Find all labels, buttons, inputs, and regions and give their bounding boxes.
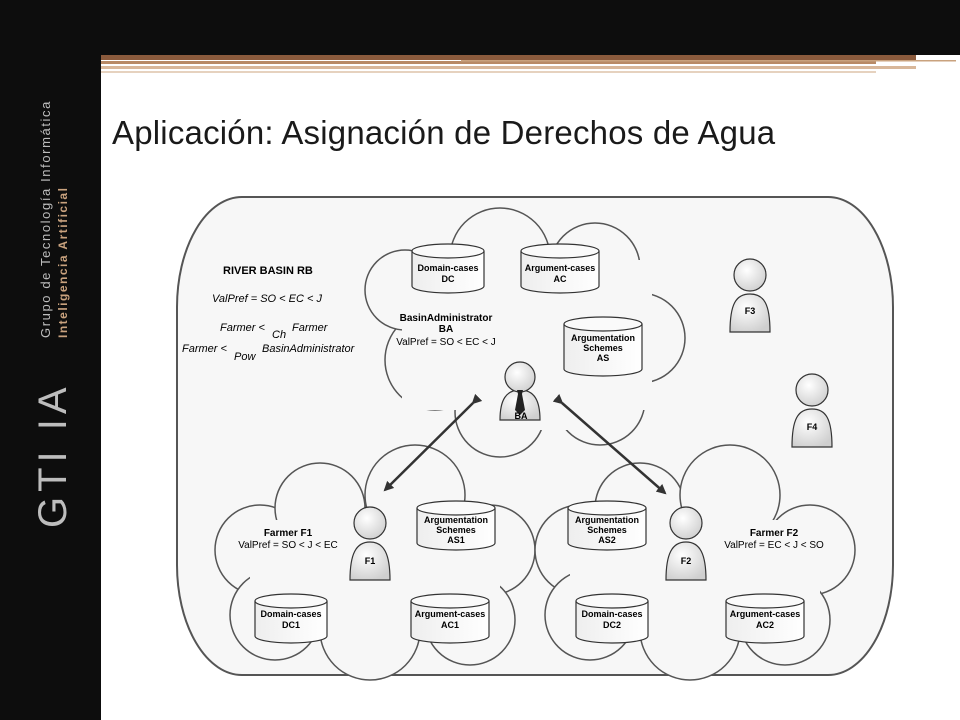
db-dc1-line1: Domain-cases [260,609,321,619]
agent-f1-label: F1 [365,556,376,566]
relation-pow-right: BasinAdministrator [262,343,356,355]
gti-ia-logo: Grupo de Tecnología Informática Intelige… [31,100,75,528]
river-basin-valpref: ValPref = SO < EC < J [212,293,322,305]
accent-stripes [101,55,956,73]
agent-f4-icon: F4 [791,373,833,448]
agent-f3-label: F3 [745,306,756,316]
db-argumentation-schemes-as2: Argumentation Schemes AS2 [567,500,647,551]
agent-f3-icon: F3 [729,258,771,333]
db-as2-line1: Argumentation [575,515,639,525]
f2-name: Farmer F2 [750,528,799,539]
sidebar [0,0,101,720]
logo-ai-name: Inteligencia Artificial [56,187,70,338]
db-as2-line2: Schemes [587,525,627,535]
water-rights-diagram: RIVER BASIN RB ValPref = SO < EC < J Far… [176,196,894,681]
agent-ba-label: BA [515,411,528,421]
db-domain-cases-dc2: Domain-cases DC2 [575,593,649,644]
db-argument-cases-ac2: Argument-cases AC2 [725,593,805,644]
logo-mark: GTI IA [31,382,75,528]
db-argumentation-schemes-as: Argumentation Schemes AS [563,316,643,377]
db-ac-line1: Argument-cases [525,263,596,273]
ba-name: BasinAdministrator [400,313,493,324]
db-ac1-line2: AC1 [441,620,459,630]
db-domain-cases-dc: Domain-cases DC [411,243,485,294]
db-as1-line2: Schemes [436,525,476,535]
arrow-ba-f1 [383,393,483,492]
db-ac-line2: AC [554,274,567,284]
db-as1-line3: AS1 [447,535,465,545]
db-as-line3: AS [597,353,610,363]
ba-valpref: ValPref = SO < EC < J [396,337,496,348]
agent-f2-icon: F2 [665,506,707,581]
logo-group-name: Grupo de Tecnología Informática [38,100,53,338]
slide-title: Aplicación: Asignación de Derechos de Ag… [112,114,776,151]
db-dc-line1: Domain-cases [417,263,478,273]
relation-ch-sub: Ch [272,329,286,341]
db-ac2-line2: AC2 [756,620,774,630]
db-ac1-line1: Argument-cases [415,609,486,619]
f2-valpref: ValPref = EC < J < SO [724,540,824,551]
f1-valpref: ValPref = SO < J < EC [238,540,338,551]
agent-f2-label: F2 [681,556,692,566]
agent-f1-icon: F1 [349,506,391,581]
db-argumentation-schemes-as1: Argumentation Schemes AS1 [416,500,496,551]
relation-pow-left: Farmer < [182,343,228,355]
relation-ch-right: Farmer [292,322,329,334]
db-as1-line1: Argumentation [424,515,488,525]
river-basin-label: RIVER BASIN RB [223,265,313,277]
db-dc2-line1: Domain-cases [581,609,642,619]
agent-f4-label: F4 [807,422,818,432]
arrow-ba-f2 [552,393,667,495]
db-as-line2: Schemes [583,343,623,353]
db-dc-line2: DC [442,274,455,284]
db-ac2-line1: Argument-cases [730,609,801,619]
db-argument-cases-ac1: Argument-cases AC1 [410,593,490,644]
f1-name: Farmer F1 [264,528,313,539]
agent-ba-icon: BA [499,361,541,421]
db-argument-cases-ac: Argument-cases AC [520,243,600,294]
top-bar [101,0,960,55]
db-as-line1: Argumentation [571,333,635,343]
db-dc1-line2: DC1 [282,620,300,630]
relation-pow-sub: Pow [234,351,256,363]
db-domain-cases-dc1: Domain-cases DC1 [254,593,328,644]
db-as2-line3: AS2 [598,535,616,545]
relation-ch-left: Farmer < [220,322,266,334]
db-dc2-line2: DC2 [603,620,621,630]
ba-short: BA [439,324,453,335]
